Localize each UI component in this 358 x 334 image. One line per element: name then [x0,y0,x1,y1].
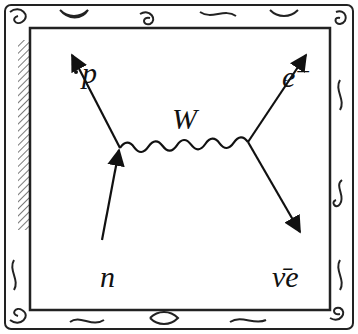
dot [74,70,78,74]
particle-label: W [172,104,197,134]
particle-label: p [82,58,97,88]
w-boson-line [120,137,248,152]
particle-label: ν̄e [272,262,299,292]
particle-label: e⁻ [282,62,311,92]
particle-lines [72,55,306,240]
ornate-frame [5,5,353,329]
hatch-shadow [18,40,30,230]
particle-label: n [100,262,115,292]
